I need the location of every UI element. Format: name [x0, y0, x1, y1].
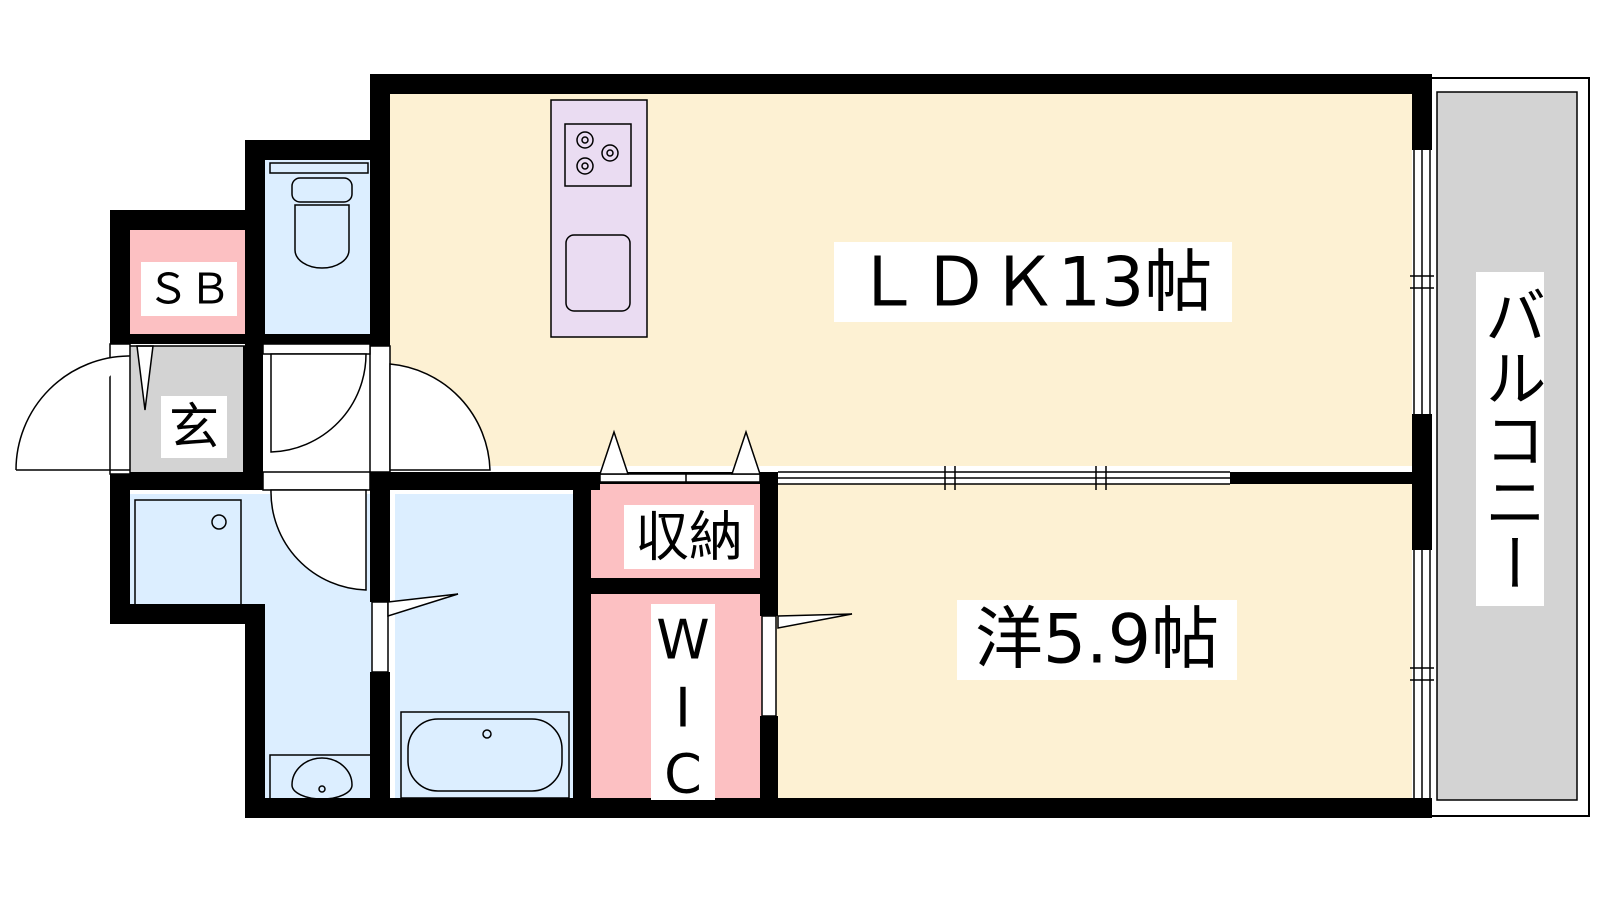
- bathroom-room[interactable]: [395, 494, 573, 800]
- wic-door[interactable]: [761, 613, 853, 717]
- window-western: [1410, 550, 1434, 798]
- window-ldk: [1410, 150, 1434, 414]
- storage-folding-doors[interactable]: [598, 429, 762, 483]
- balcony-label: バルコニー: [1474, 284, 1547, 594]
- toilet-icon: [269, 162, 369, 269]
- wash-basin-icon: [269, 754, 375, 802]
- wic-label-w: W: [656, 609, 709, 672]
- ldk-door[interactable]: [369, 345, 491, 473]
- wic-label-c: C: [664, 743, 702, 806]
- sink-icon: [565, 234, 631, 312]
- bathroom-door[interactable]: [371, 593, 459, 673]
- entrance-inner-door: [130, 345, 245, 411]
- stove-icon: [564, 123, 632, 187]
- wic-label-i: I: [675, 677, 691, 740]
- entrance-label: 玄: [169, 398, 219, 456]
- sb-label: ＳＢ: [147, 265, 231, 314]
- storage-label: 収納: [635, 506, 743, 569]
- balcony-inner-frame: [1436, 91, 1578, 801]
- washing-machine-icon: [134, 499, 242, 607]
- ldk-label: ＬＤＫ13帖: [854, 244, 1213, 323]
- entrance-door[interactable]: [15, 343, 131, 475]
- western-label: 洋5.9帖: [975, 601, 1219, 680]
- toilet-door[interactable]: [262, 343, 371, 453]
- bathtub-icon: [400, 711, 570, 799]
- walls: [110, 74, 1432, 818]
- toilet-room[interactable]: [265, 158, 370, 338]
- washroom-door[interactable]: [262, 471, 371, 591]
- sliding-door-ldk-western[interactable]: [778, 466, 1230, 490]
